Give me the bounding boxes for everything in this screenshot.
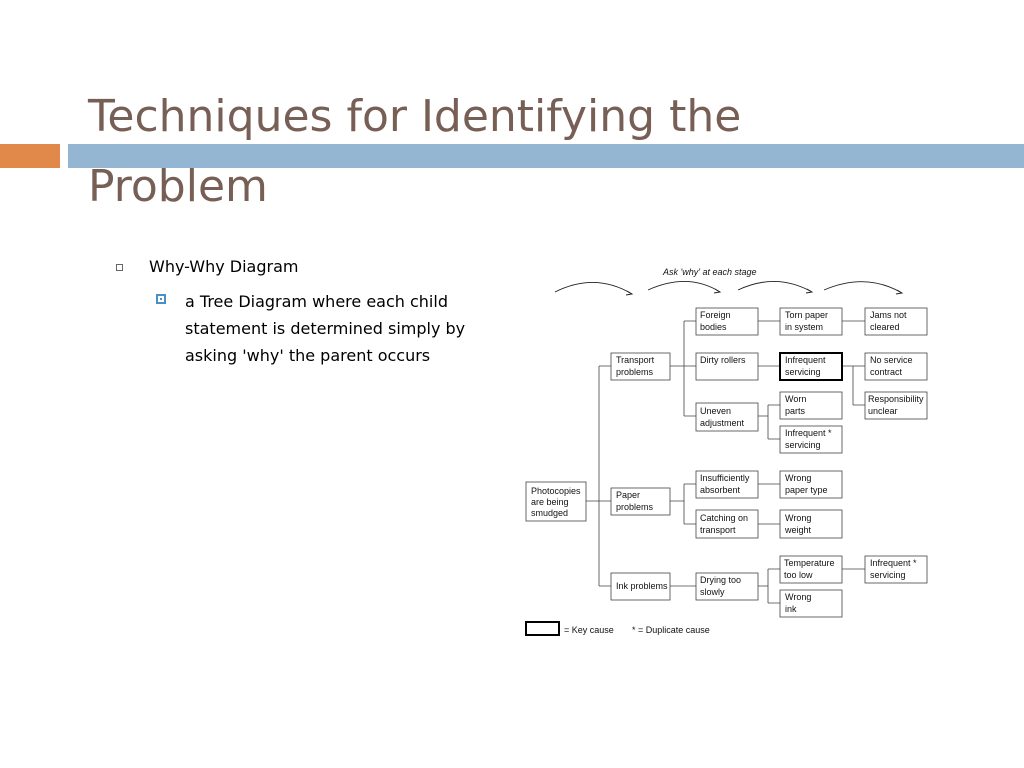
arrow-head bbox=[713, 288, 722, 294]
node-infrequent-servicing-duplicate: Infrequent * servicing bbox=[864, 555, 928, 584]
svg-text:Drying too: Drying too bbox=[700, 575, 741, 585]
svg-text:Transport: Transport bbox=[616, 355, 655, 365]
node-drying-too-slowly: Drying too slowly bbox=[695, 572, 759, 601]
node-paper-problems: Paper problems bbox=[610, 487, 671, 516]
node-jams-not-cleared: Jams not cleared bbox=[864, 307, 928, 336]
svg-text:No service: No service bbox=[870, 355, 913, 365]
svg-text:Wrong: Wrong bbox=[785, 592, 811, 602]
svg-text:Temperature: Temperature bbox=[784, 558, 835, 568]
node-responsibility-unclear: Responsibility unclear bbox=[864, 391, 928, 420]
accent-bar-orange bbox=[0, 144, 60, 168]
svg-text:cleared: cleared bbox=[870, 322, 900, 332]
node-uneven-adjustment: Uneven adjustment bbox=[695, 402, 759, 432]
svg-text:parts: parts bbox=[785, 406, 806, 416]
why-arrow-arc bbox=[823, 281, 903, 294]
node-root: Photocopies are being smudged bbox=[525, 481, 587, 522]
key-cause-swatch bbox=[525, 621, 560, 636]
legend-key-cause: = Key cause bbox=[564, 625, 614, 635]
svg-text:problems: problems bbox=[616, 367, 654, 377]
svg-text:weight: weight bbox=[784, 525, 812, 535]
why-arrow-arc bbox=[647, 281, 721, 293]
node-wrong-ink: Wrong ink bbox=[779, 589, 843, 618]
svg-text:are being: are being bbox=[531, 497, 569, 507]
svg-text:servicing: servicing bbox=[870, 570, 906, 580]
svg-text:adjustment: adjustment bbox=[700, 418, 745, 428]
svg-text:Ink problems: Ink problems bbox=[616, 581, 668, 591]
arrow-head bbox=[805, 288, 814, 294]
svg-text:absorbent: absorbent bbox=[700, 485, 741, 495]
svg-text:Paper: Paper bbox=[616, 490, 640, 500]
accent-bar-blue bbox=[68, 144, 1024, 168]
svg-text:transport: transport bbox=[700, 525, 736, 535]
svg-text:Foreign: Foreign bbox=[700, 310, 731, 320]
why-arrow-arc bbox=[737, 281, 813, 293]
sub-bullet-text: a Tree Diagram where each child statemen… bbox=[185, 292, 466, 365]
why-why-diagram: Ask 'why' at each stage Photocopies are … bbox=[525, 267, 928, 636]
svg-text:paper type: paper type bbox=[785, 485, 828, 495]
node-ink-problems: Ink problems bbox=[610, 572, 671, 601]
node-temperature-too-low: Temperature too low bbox=[779, 555, 843, 584]
svg-text:Insufficiently: Insufficiently bbox=[700, 473, 750, 483]
arrow-head bbox=[625, 290, 634, 296]
node-infrequent-servicing-duplicate: Infrequent * servicing bbox=[779, 425, 843, 454]
node-foreign-bodies: Foreign bodies bbox=[695, 307, 759, 336]
svg-text:Torn paper: Torn paper bbox=[785, 310, 828, 320]
square-bullet-icon bbox=[156, 294, 166, 304]
svg-text:Dirty rollers: Dirty rollers bbox=[700, 355, 746, 365]
svg-text:Responsibility: Responsibility bbox=[868, 394, 924, 404]
svg-text:smudged: smudged bbox=[531, 508, 568, 518]
bullet-item: Why-Why Diagram bbox=[112, 254, 512, 280]
svg-text:Infrequent *: Infrequent * bbox=[870, 558, 917, 568]
node-dirty-rollers: Dirty rollers bbox=[695, 352, 759, 381]
node-wrong-paper-type: Wrong paper type bbox=[779, 470, 843, 499]
node-worn-parts: Worn parts bbox=[779, 391, 843, 420]
why-arrow-arc bbox=[554, 282, 633, 295]
square-bullet-icon bbox=[116, 264, 123, 271]
arrow-head bbox=[895, 289, 904, 295]
svg-text:in system: in system bbox=[785, 322, 823, 332]
svg-text:bodies: bodies bbox=[700, 322, 727, 332]
node-infrequent-servicing-key: Infrequent servicing bbox=[779, 352, 843, 381]
svg-text:Catching on: Catching on bbox=[700, 513, 748, 523]
node-torn-paper: Torn paper in system bbox=[779, 307, 843, 336]
svg-text:too low: too low bbox=[784, 570, 813, 580]
svg-text:ink: ink bbox=[785, 604, 797, 614]
sub-bullet-item: a Tree Diagram where each child statemen… bbox=[148, 288, 505, 369]
bullet-text: Why-Why Diagram bbox=[149, 257, 299, 276]
node-catching-on-transport: Catching on transport bbox=[695, 509, 759, 539]
svg-text:servicing: servicing bbox=[785, 367, 821, 377]
svg-text:Uneven: Uneven bbox=[700, 406, 731, 416]
node-wrong-weight: Wrong weight bbox=[779, 509, 843, 539]
svg-text:Jams not: Jams not bbox=[870, 310, 907, 320]
svg-text:Wrong: Wrong bbox=[785, 473, 811, 483]
diagram-header: Ask 'why' at each stage bbox=[662, 267, 757, 277]
svg-text:contract: contract bbox=[870, 367, 903, 377]
svg-text:servicing: servicing bbox=[785, 440, 821, 450]
node-no-service-contract: No service contract bbox=[864, 352, 928, 381]
legend: = Key cause * = Duplicate cause bbox=[525, 621, 710, 636]
legend-duplicate-cause: * = Duplicate cause bbox=[632, 625, 710, 635]
node-insufficiently-absorbent: Insufficiently absorbent bbox=[695, 470, 759, 499]
svg-text:Infrequent *: Infrequent * bbox=[785, 428, 832, 438]
connector-lines bbox=[586, 320, 865, 604]
svg-text:unclear: unclear bbox=[868, 406, 898, 416]
node-transport-problems: Transport problems bbox=[610, 352, 671, 381]
svg-text:problems: problems bbox=[616, 502, 654, 512]
svg-text:Infrequent: Infrequent bbox=[785, 355, 826, 365]
slide-title: Techniques for Identifying the Problem bbox=[88, 91, 742, 212]
bullet-list: Why-Why Diagram a Tree Diagram where eac… bbox=[112, 254, 512, 369]
svg-text:Photocopies: Photocopies bbox=[531, 486, 581, 496]
svg-text:slowly: slowly bbox=[700, 587, 725, 597]
svg-text:Worn: Worn bbox=[785, 394, 806, 404]
svg-text:Wrong: Wrong bbox=[785, 513, 811, 523]
